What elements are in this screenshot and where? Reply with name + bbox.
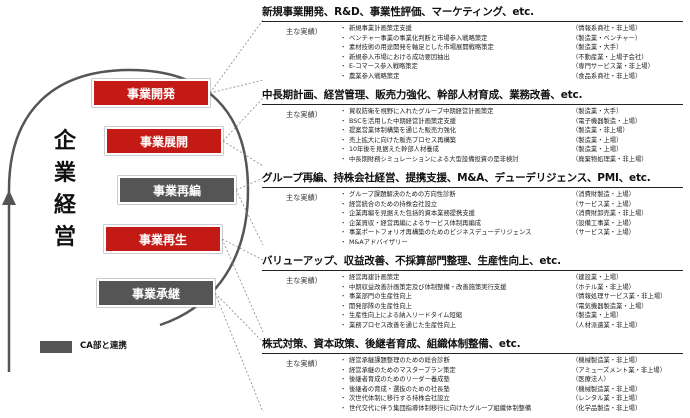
cycle-loop bbox=[7, 68, 250, 372]
list-item: ・後継者育成のためのリーダー養成塾（医療法人） bbox=[340, 376, 610, 384]
section-rule bbox=[262, 270, 683, 271]
section-label: 主な実績） bbox=[286, 276, 322, 285]
section-development: 新規事業開発、R&D、事業性評価、マーケティング、etc. 主な実績） ・新規事… bbox=[262, 4, 687, 82]
list-item: ・農業参入戦略策定（食品系商社・非上場） bbox=[340, 72, 642, 80]
phase-business-restructuring: 事業再編 bbox=[118, 176, 236, 204]
list-item: ・事業ポートフォリオ再構築のためのビジネスデューデリジェンス（サービス業・上場） bbox=[340, 229, 635, 237]
section-title: バリューアップ、収益改善、不採算部門整理、生産性向上、etc. bbox=[262, 255, 561, 267]
connector-5b bbox=[214, 292, 264, 413]
section-rule bbox=[262, 187, 683, 188]
phase-business-development: 事業開発 bbox=[92, 79, 210, 107]
list-item: ・企業買収・経営再編によるサービス体制再編成（設備工事業・上場） bbox=[340, 219, 635, 227]
phase-business-revitalization: 事業再生 bbox=[104, 225, 222, 253]
section-restructuring: グループ再編、持株会社経営、提携支援、M&A、デューデリジェンス、PMI、etc… bbox=[262, 170, 687, 250]
list-item: ・後継者の育成・選抜のための社長塾（機械製造業・非上場） bbox=[340, 385, 642, 393]
list-item: ・提案営業体制構築を通じた販売力強化（製造業・非上場） bbox=[340, 127, 629, 135]
section-rule bbox=[262, 104, 683, 105]
list-item: ・世代交代に伴う集団指導体制移行に向けたグループ組織体制整備（化学品製造・非上場… bbox=[340, 404, 642, 412]
connector-3a bbox=[235, 177, 264, 191]
legend-label: CA部と連携 bbox=[80, 341, 127, 351]
section-expansion: 中長期計画、経営管理、販売力強化、幹部人材育成、業務改善、etc. 主な実績） … bbox=[262, 87, 687, 167]
connector-lines bbox=[209, 19, 264, 413]
list-item: ・次世代体制に移行する持株会社設立（レンタル業・非上場） bbox=[340, 395, 642, 403]
section-label: 主な実績） bbox=[286, 193, 322, 202]
section-rule bbox=[262, 21, 683, 22]
cycle-arrow-head bbox=[2, 190, 16, 205]
section-items: ・経営再建計画策定（建設業・上場） ・中期収益改善計画策定及び体制整備・改善施策… bbox=[340, 273, 685, 331]
list-item: ・貿収防衛を視野に入れたグループ中期経営計画策定（製造業・大手） bbox=[340, 108, 623, 115]
legend-swatch bbox=[40, 341, 72, 353]
section-succession: 株式対策、資本政策、後継者育成、組織体制整備、etc. 主な実績） ・経営承継課… bbox=[262, 336, 687, 416]
list-item: ・新規参入市場における成功要因抽出（不動産業・上場子会社） bbox=[340, 53, 648, 61]
list-item: ・10年後を見据えた幹部人材養成（製造業・上場） bbox=[340, 146, 623, 154]
list-item: ・新規事業計画策定支援（情報系商社・非上場） bbox=[340, 25, 642, 32]
section-items: ・グループ課題解決のための方向性診断（消費財製造・上場） ・経営統合のための持株… bbox=[340, 190, 685, 248]
core-label: 企業経営 bbox=[53, 129, 76, 250]
list-item: ・経営統合のための持株会社設立（サービス業・上場） bbox=[340, 200, 635, 208]
section-label: 主な実績） bbox=[286, 110, 322, 119]
connector-3b bbox=[235, 189, 264, 246]
connector-1a bbox=[209, 19, 264, 94]
section-label: 主な実績） bbox=[286, 27, 322, 36]
connector-4a bbox=[221, 238, 264, 261]
list-item: ・中長期財務シミュレーションによる大型設備投資の是非検討（廃棄物処理業・非上場） bbox=[340, 155, 648, 163]
list-item: ・グループ課題解決のための方向性診断（消費財製造・上場） bbox=[340, 191, 635, 198]
connector-1b bbox=[209, 79, 264, 94]
list-item: ・売上拡大に向けた販売プロセス再構築（製造業・上場） bbox=[340, 136, 623, 144]
section-label: 主な実績） bbox=[286, 359, 322, 368]
connector-5a bbox=[214, 292, 264, 343]
connector-4b bbox=[221, 238, 264, 333]
section-items: ・新規事業計画策定支援（情報系商社・非上場） ・ベンチャー事業の事業化判断と市場… bbox=[340, 24, 685, 82]
section-title: 株式対策、資本政策、後継者育成、組織体制整備、etc. bbox=[262, 338, 521, 350]
list-item: ・経営再建計画策定（建設業・上場） bbox=[340, 274, 623, 281]
section-items: ・貿収防衛を視野に入れたグループ中期経営計画策定（製造業・大手） ・BSCを活用… bbox=[340, 107, 685, 165]
list-item: ・素材技術の用途開発を軸足とした市場展開戦略策定（製造業・大手） bbox=[340, 44, 623, 52]
section-title: グループ再編、持株会社経営、提携支援、M&A、デューデリジェンス、PMI、etc… bbox=[262, 172, 651, 184]
list-item: ・生産性向上による納入リードタイム短縮（製造業・上場） bbox=[340, 312, 623, 320]
section-title: 中長期計画、経営管理、販売力強化、幹部人材育成、業務改善、etc. bbox=[262, 89, 583, 101]
connector-2a bbox=[222, 97, 264, 142]
section-rule bbox=[262, 353, 683, 354]
list-item: ・M&Aアドバイザリー bbox=[340, 238, 408, 246]
list-item: ・事業部門の生産性向上（情報処理サービス業・非上場） bbox=[340, 293, 667, 301]
list-item: ・中期収益改善計画策定及び体制整備・改善施策実行支援（ホテル業・非上場） bbox=[340, 283, 635, 291]
list-item: ・業務プロセス改善を通じた生産性向上（人材派遣業・非上場） bbox=[340, 321, 642, 329]
list-item: ・開発部隊の生産性向上（電気機器製造業・上場） bbox=[340, 302, 648, 310]
list-item: ・企業再編を見据えた包括的資本業務提携支援（消費財卸売業・非上場） bbox=[340, 210, 648, 218]
section-items: ・経営承継課題整理のための総合診断（機械製造業・非上場） ・経営承継のためのマス… bbox=[340, 356, 685, 414]
list-item: ・BSCを活用した中期経営計画策定支援（電子機器製造・上場） bbox=[340, 117, 642, 125]
list-item: ・ベンチャー事業の事業化判断と市場参入戦略策定（製造業・ベンチャー） bbox=[340, 34, 642, 42]
list-item: ・経営承継のためのマスタープラン策定（アミューズメント業・非上場） bbox=[340, 366, 667, 374]
section-title: 新規事業開発、R&D、事業性評価、マーケティング、etc. bbox=[262, 6, 534, 18]
phase-business-succession: 事業承継 bbox=[97, 279, 215, 307]
list-item: ・E-コマース参入戦略策定（専門サービス業・非上場） bbox=[340, 63, 654, 71]
section-revitalization: バリューアップ、収益改善、不採算部門整理、生産性向上、etc. 主な実績） ・経… bbox=[262, 253, 687, 333]
phase-business-expansion: 事業展開 bbox=[105, 127, 223, 155]
list-item: ・経営承継課題整理のための総合診断（機械製造業・非上場） bbox=[340, 357, 642, 364]
